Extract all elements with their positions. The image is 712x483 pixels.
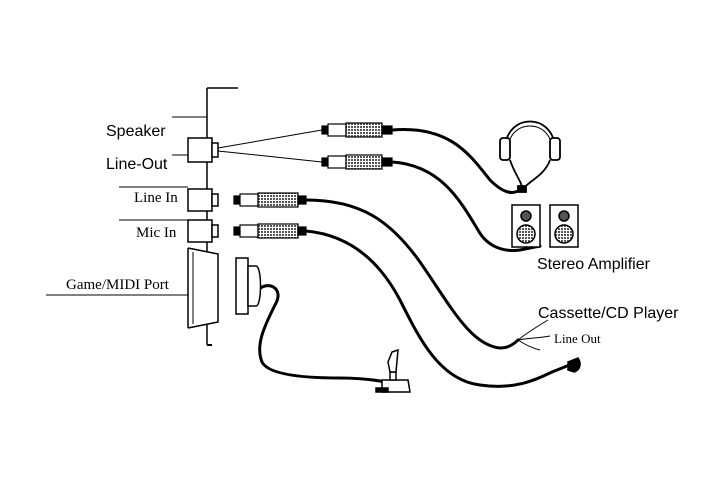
stereo-amplifier-label: Stereo Amplifier xyxy=(537,257,650,273)
joystick-icon xyxy=(376,350,410,392)
line-out-label: Line-Out xyxy=(106,157,167,173)
joystick-connector xyxy=(236,258,261,314)
line-out-signal-lines xyxy=(218,130,322,162)
speaker-label: Speaker xyxy=(106,124,166,140)
mic-in-jack xyxy=(188,220,218,242)
microphone-icon xyxy=(552,358,580,372)
game-midi-port-label: Game/MIDI Port xyxy=(66,278,169,293)
speaker-jack xyxy=(188,138,218,162)
game-midi-port xyxy=(188,248,218,328)
joystick-cable xyxy=(258,286,386,382)
cables xyxy=(258,129,552,386)
line-out-small-label: Line Out xyxy=(554,332,601,345)
cassette-line-out-wires xyxy=(518,320,550,350)
mic-in-plug xyxy=(234,224,306,238)
line-in-plug xyxy=(234,193,306,207)
headphone-plug xyxy=(322,123,392,137)
leader-lines xyxy=(46,117,207,295)
line-in-jack xyxy=(188,189,218,211)
mic-cable xyxy=(306,231,552,386)
headphones-icon xyxy=(500,122,560,193)
amplifier-plug xyxy=(322,155,392,169)
mic-in-label: Mic In xyxy=(136,226,176,241)
speaker-icon xyxy=(512,205,578,247)
cassette-cd-player-label: Cassette/CD Player xyxy=(538,306,679,322)
line-in-label: Line In xyxy=(134,191,178,206)
